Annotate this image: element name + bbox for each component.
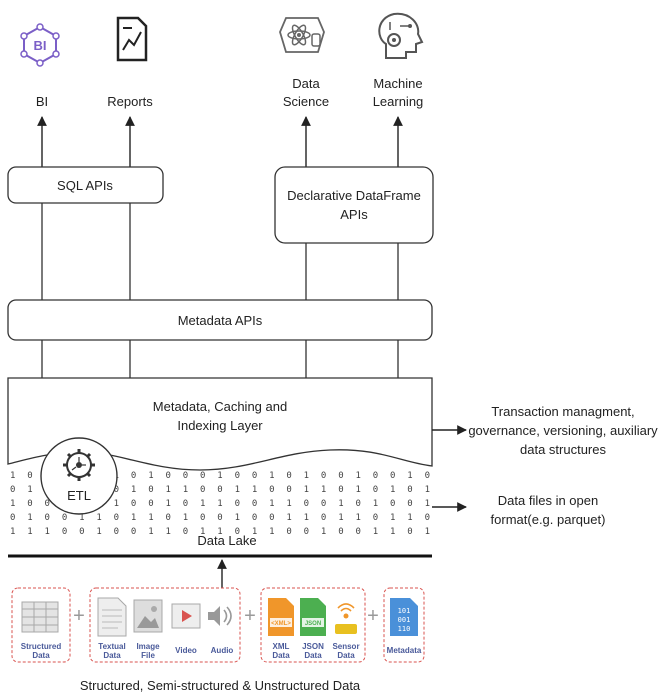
audio-icon (208, 606, 232, 626)
machine-learning-label-2: Learning (373, 94, 424, 109)
bi-icon: BI (20, 23, 60, 67)
video-label: Video (175, 646, 197, 655)
text-document-icon (97, 597, 127, 637)
transactions-note-3: data structures (520, 442, 606, 457)
metadata-label: Metadata (387, 646, 422, 655)
metadata-connectors (41, 340, 399, 378)
binary-row: 0 1 1 0 0 1 0 1 0 1 1 0 0 1 1 0 0 1 1 0 … (10, 485, 430, 495)
image-file-icon (133, 599, 163, 633)
semi-structured-group (260, 587, 366, 663)
indexing-layer-label-1: Metadata, Caching and (153, 399, 287, 414)
xml-label-1: XML (273, 642, 290, 651)
audio-label: Audio (211, 646, 234, 655)
image-label-2: File (141, 651, 155, 660)
sensor-icon (335, 603, 357, 634)
json-badge: JSON (305, 621, 321, 627)
metadata-bits-3: 110 (398, 625, 411, 633)
image-label-1: Image (136, 642, 160, 651)
api-connectors (41, 203, 399, 300)
transactions-note-2: governance, versioning, auxiliary (468, 423, 658, 438)
unstructured-group (89, 587, 241, 663)
textual-label-2: Data (103, 651, 121, 660)
binary-field: 1 0 0 1 0 0 1 0 1 0 0 0 1 0 0 1 0 1 0 0 … (10, 471, 430, 537)
sensor-label-1: Sensor (332, 642, 359, 651)
dataframe-apis-label-2: APIs (340, 207, 368, 222)
etl-label: ETL (67, 488, 91, 503)
json-label-2: Data (304, 651, 322, 660)
metadata-apis-box (7, 299, 433, 341)
transactions-note-1: Transaction managment, (491, 404, 634, 419)
bi-label: BI (36, 94, 48, 109)
structured-label-2: Data (32, 651, 50, 660)
indexing-layer-label-2: Indexing Layer (177, 418, 263, 433)
bi-icon-text: BI (34, 38, 47, 53)
sql-apis-box (7, 166, 164, 204)
binary-row: 1 0 0 1 1 0 1 0 0 1 0 1 1 0 0 1 1 0 0 1 … (10, 499, 430, 509)
metadata-group (383, 587, 425, 663)
data-science-icon (279, 17, 325, 53)
open-format-note-2: format(e.g. parquet) (491, 512, 606, 527)
table-icon (21, 601, 59, 633)
sources-caption: Structured, Semi-structured & Unstructur… (80, 678, 361, 693)
metadata-bits-1: 101 (398, 607, 411, 615)
report-icon (116, 16, 148, 62)
etl-badge: ETL (40, 437, 118, 515)
open-format-note-1: Data files in open (498, 493, 598, 508)
plus-icon: + (73, 605, 85, 627)
gear-icon (63, 449, 95, 481)
metadata-apis-label: Metadata APIs (178, 313, 263, 328)
metadata-file-icon: 101 001 110 (390, 598, 418, 636)
json-label-1: JSON (302, 642, 324, 651)
structured-group (11, 587, 71, 663)
machine-learning-icon (378, 12, 424, 59)
machine-learning-label-1: Machine (373, 76, 422, 91)
plus-icon: + (244, 605, 256, 627)
data-science-label-2: Science (283, 94, 329, 109)
binary-row: 1 1 1 0 0 1 0 0 1 1 0 1 1 0 1 1 0 0 1 0 … (10, 527, 430, 537)
data-science-label-1: Data (292, 76, 320, 91)
json-file-icon: JSON (300, 598, 326, 636)
xml-file-icon: <XML> (268, 598, 294, 636)
sql-apis-label: SQL APIs (57, 178, 113, 193)
upward-arrows (37, 116, 403, 167)
data-lake-label: Data Lake (197, 533, 256, 548)
xml-badge: <XML> (271, 621, 291, 627)
reports-label: Reports (107, 94, 153, 109)
structured-label-1: Structured (21, 642, 62, 651)
dataframe-apis-box (274, 166, 434, 244)
video-icon (171, 603, 201, 629)
dataframe-apis-label-1: Declarative DataFrame (287, 188, 421, 203)
binary-row: 1 0 0 1 0 0 1 0 1 0 0 0 1 0 0 1 0 1 0 0 … (10, 471, 430, 481)
textual-label-1: Textual (98, 642, 125, 651)
plus-icon: + (367, 605, 379, 627)
xml-label-2: Data (272, 651, 290, 660)
metadata-bits-2: 001 (398, 616, 411, 624)
binary-row: 0 1 0 0 1 1 0 1 1 0 1 0 0 1 0 0 1 1 0 1 … (10, 513, 430, 523)
sensor-label-2: Data (337, 651, 355, 660)
